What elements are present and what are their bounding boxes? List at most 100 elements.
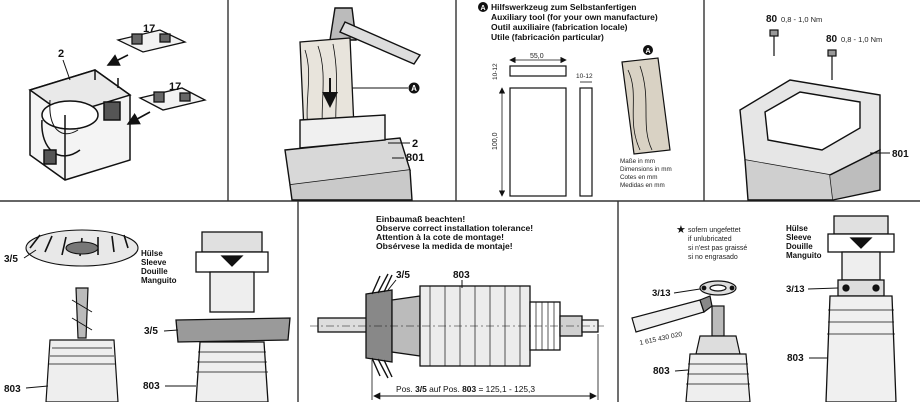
clip-top-drawing	[116, 29, 187, 53]
bearing-leader-right	[807, 287, 839, 290]
measure-mid: auf Pos.	[429, 384, 460, 394]
measure-prefix: Pos.	[396, 384, 413, 394]
clip-bottom-arrow	[126, 111, 151, 125]
panel-bearing-install: ★ sofern ungefettet if unlubricated si n…	[631, 215, 897, 402]
fan-leader-top	[23, 249, 37, 259]
sleeve2-es: Manguito	[786, 251, 822, 260]
tool-title-de: Hilfswerkzeug zum Selbstanfertigen	[491, 2, 636, 12]
tool-marker-badge	[478, 2, 488, 12]
tool-block-marker-badge	[643, 45, 653, 55]
bearing-label: 3/13	[652, 288, 671, 299]
armature-label-bearing: 803	[653, 366, 670, 377]
grease-tube-drawing	[631, 295, 713, 333]
panel-fan-install: 3/5 803 Hülse Sleeve Douille Manguito 3/…	[4, 229, 291, 402]
housing-top-drawing	[739, 79, 881, 201]
sleeve2-en: Sleeve	[786, 233, 812, 242]
bearing-press-drawing	[825, 215, 897, 402]
stator-label: 2	[58, 48, 64, 60]
star-icon: ★	[676, 223, 686, 236]
stator-leader	[62, 59, 71, 81]
armature-label-right: 803	[143, 381, 160, 392]
units-fr: Cotes en mm	[620, 174, 657, 181]
marker-a-badge	[408, 82, 420, 94]
armature-label-tol: 803	[453, 270, 470, 281]
measure-value: = 125,1 - 125,3	[478, 384, 535, 394]
measure-label: Pos. 3/5 auf Pos. 803 = 125,1 - 125,3	[396, 384, 535, 394]
clip-bottom-drawing	[138, 87, 207, 111]
fan-label-tol: 3/5	[396, 270, 410, 281]
sleeve-en: Sleeve	[141, 258, 167, 267]
measure-pos-2: 803	[462, 384, 476, 394]
tool-marker-letter: A	[480, 5, 485, 12]
thickness-left-value: 10-12	[492, 63, 499, 80]
sleeve-press-drawing	[175, 231, 291, 402]
note-de: sofern ungefettet	[688, 227, 741, 234]
grease-code: 1 615 430 020	[639, 331, 683, 347]
tolerance-title-es: Obsérvese la medida de montaje!	[376, 241, 513, 251]
height-value: 100,0	[492, 132, 499, 150]
screw-2-id: 80	[826, 34, 838, 45]
panel-stator-press: A 2 801	[284, 7, 424, 201]
screw-1-torque: 0,8 - 1,0 Nm	[781, 15, 822, 24]
armature-left-drawing	[45, 287, 119, 402]
marker-a-letter: A	[411, 84, 417, 93]
housing-label-2: 801	[892, 149, 909, 160]
note-en: if unlubricated	[688, 236, 732, 243]
fan-drawing	[25, 229, 139, 267]
tool-title-es: Utile (fabricación particular)	[491, 32, 604, 42]
stator-drawing	[28, 69, 132, 181]
fan-leader-bottom	[163, 329, 179, 332]
panel-tolerance: Einbaumaß beachten! Observe correct inst…	[310, 214, 604, 400]
screw-2-torque: 0,8 - 1,0 Nm	[841, 35, 882, 44]
housing-drawing	[284, 114, 413, 201]
panel-auxiliary-tool: A Hilfswerkzeug zum Selbstanfertigen Aux…	[478, 2, 672, 197]
armature-label-bearing-right: 803	[787, 353, 804, 364]
units-de: Maße in mm	[620, 158, 655, 165]
thickness-right-value: 10-12	[576, 73, 593, 80]
sleeve2-fr: Douille	[786, 242, 813, 251]
units-en: Dimensions in mm	[620, 166, 672, 173]
bearing-label-right: 3/13	[786, 284, 805, 295]
sleeve-fr: Douille	[141, 267, 168, 276]
fan-leader-tol	[387, 279, 397, 291]
tool-title-en: Auxiliary tool (for your own manufacture…	[491, 12, 658, 22]
tool-front-view	[509, 65, 567, 197]
panel-screws: 80 0,8 - 1,0 Nm 80 0,8 - 1,0 Nm 801	[739, 14, 909, 201]
sleeve2-de: Hülse	[786, 224, 808, 233]
tool-title-fr: Outil auxiliaire (fabrication locale)	[491, 22, 628, 32]
tool-wood-block	[621, 57, 671, 155]
screw-1-drawing	[769, 29, 779, 56]
note-fr: si n'est pas graissé	[688, 245, 747, 252]
fan-label-top: 3/5	[4, 254, 18, 265]
clip-bottom-label: 17	[169, 81, 181, 93]
tolerance-title-en: Observe correct installation tolerance!	[376, 223, 533, 233]
sleeve-es: Manguito	[141, 276, 177, 285]
armature-leader-left	[25, 385, 49, 389]
tool-block-marker-letter: A	[645, 48, 650, 55]
tolerance-title-de: Einbaumaß beachten!	[376, 214, 465, 224]
panel-stator-removal: 2 17 17	[28, 23, 207, 181]
fan-label-bottom: 3/5	[144, 326, 158, 337]
bearing-drawing	[699, 280, 737, 296]
armature-leader-bearing	[674, 369, 689, 372]
hammer-drawing	[329, 7, 422, 65]
tool-side-view	[579, 87, 593, 197]
sleeve-de: Hülse	[141, 249, 163, 258]
bearing-leader	[673, 288, 701, 294]
note-es: si no engrasado	[688, 254, 738, 261]
tolerance-title-fr: Attention à la cote de montage!	[376, 232, 504, 242]
stator-label-2: 2	[412, 138, 418, 150]
measure-pos-1: 3/5	[415, 384, 427, 394]
width-value: 55,0	[530, 53, 544, 60]
armature-bearing-drawing	[685, 305, 751, 402]
screw-2-drawing	[827, 49, 837, 80]
screw-1-id: 80	[766, 14, 778, 25]
clip-top-arrow	[106, 54, 129, 66]
housing-label: 801	[406, 152, 424, 164]
armature-label-left: 803	[4, 384, 21, 395]
clip-top-label: 17	[143, 23, 155, 35]
units-es: Medidas en mm	[620, 182, 665, 189]
